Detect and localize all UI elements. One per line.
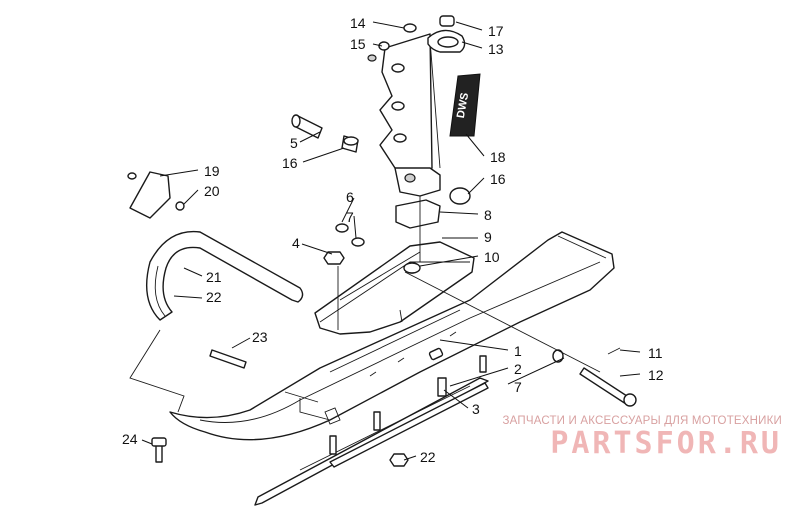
callout-6: 6 bbox=[346, 189, 354, 205]
callout-19: 19 bbox=[204, 163, 220, 179]
callout-15: 15 bbox=[350, 36, 366, 52]
callout-7-bottom: 7 bbox=[514, 379, 522, 395]
callout-17: 17 bbox=[488, 23, 504, 39]
callout-8: 8 bbox=[484, 207, 492, 223]
callout-21: 21 bbox=[206, 269, 222, 285]
callout-labels: 14 15 17 13 5 16 18 16 19 20 6 7 8 9 10 … bbox=[122, 15, 664, 465]
callout-22-bottom: 22 bbox=[420, 449, 436, 465]
callout-1: 1 bbox=[514, 343, 522, 359]
callout-5: 5 bbox=[290, 135, 298, 151]
callout-12: 12 bbox=[648, 367, 664, 383]
callout-22-left: 22 bbox=[206, 289, 222, 305]
assembly-lines bbox=[129, 196, 601, 413]
watermark: ЗАПЧАСТИ И АКСЕССУАРЫ ДЛЯ МОТОТЕХНИКИ PA… bbox=[502, 415, 782, 459]
callout-14: 14 bbox=[350, 15, 366, 31]
dws-decal: DWS bbox=[449, 73, 481, 137]
watermark-tagline: ЗАПЧАСТИ И АКСЕССУАРЫ ДЛЯ МОТОТЕХНИКИ bbox=[502, 415, 782, 427]
decal-text: DWS bbox=[455, 92, 471, 119]
bracket bbox=[127, 171, 185, 219]
leader-lines bbox=[141, 21, 641, 461]
callout-4: 4 bbox=[292, 235, 300, 251]
callout-20: 20 bbox=[204, 183, 220, 199]
spindle-arm bbox=[379, 15, 466, 197]
callout-9: 9 bbox=[484, 229, 492, 245]
callout-3: 3 bbox=[472, 401, 480, 417]
ski-runner bbox=[254, 377, 489, 506]
callout-10: 10 bbox=[484, 249, 500, 265]
ski-loop-handle bbox=[145, 230, 304, 321]
ski-body bbox=[169, 231, 615, 441]
callout-2: 2 bbox=[514, 361, 522, 377]
watermark-logo: PARTSFOR.RU bbox=[550, 426, 782, 461]
callout-24: 24 bbox=[122, 431, 138, 447]
callout-16-right: 16 bbox=[490, 171, 506, 187]
callout-11: 11 bbox=[648, 345, 663, 361]
callout-18: 18 bbox=[490, 149, 506, 165]
callout-13: 13 bbox=[488, 41, 504, 57]
callout-16-left: 16 bbox=[282, 155, 298, 171]
callout-7-top: 7 bbox=[346, 209, 354, 225]
small-parts bbox=[151, 23, 637, 467]
callout-23: 23 bbox=[252, 329, 268, 345]
